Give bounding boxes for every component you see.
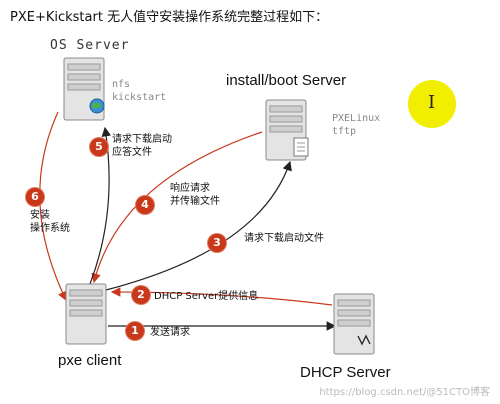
step-badge-4: 4: [136, 196, 154, 214]
step-badge-5: 5: [90, 138, 108, 156]
boot-server-icon: [265, 99, 309, 161]
watermark: https://blog.csdn.net/@51CTO博客: [319, 387, 490, 398]
arrow-step-3: [105, 160, 292, 291]
step-label-1: 发送请求: [150, 327, 190, 338]
os-service-kickstart: kickstart: [112, 92, 167, 103]
os-server-label: OS Server: [50, 38, 130, 53]
boot-server-label: install/boot Server: [226, 72, 347, 89]
cursor-highlight: [408, 80, 456, 128]
step-badge-3: 3: [208, 234, 226, 252]
step-label-4a: 响应请求: [170, 183, 210, 194]
step-label-5a: 请求下载启动: [112, 134, 172, 145]
step-label-5b: 应答文件: [112, 147, 152, 158]
step-label-2: DHCP Server提供信息: [154, 291, 259, 302]
boot-service-tftp: tftp: [332, 126, 357, 137]
os-service-nfs: nfs: [112, 79, 131, 90]
step-label-3: 请求下载启动文件: [244, 233, 324, 244]
page-title: PXE+Kickstart 无人值守安装操作系统完整过程如下：: [10, 10, 329, 25]
text-cursor-icon: I: [428, 92, 436, 113]
os-server-icon: [63, 57, 105, 121]
step-badge-6: 6: [26, 188, 44, 206]
step-badge-2: 2: [132, 286, 150, 304]
step-label-6b: 操作系统: [30, 223, 70, 234]
step-label-6a: 安装: [30, 210, 50, 221]
step-badge-1: 1: [126, 322, 144, 340]
pxe-client-icon: [65, 283, 107, 345]
arrow-step-4: [91, 131, 263, 284]
dhcp-server-label: DHCP Server: [300, 364, 391, 381]
pxe-client-label: pxe client: [58, 352, 122, 369]
step-label-4b: 并传输文件: [170, 196, 220, 207]
boot-service-pxelinux: PXELinux: [332, 113, 381, 124]
dhcp-server-icon: [333, 293, 375, 355]
